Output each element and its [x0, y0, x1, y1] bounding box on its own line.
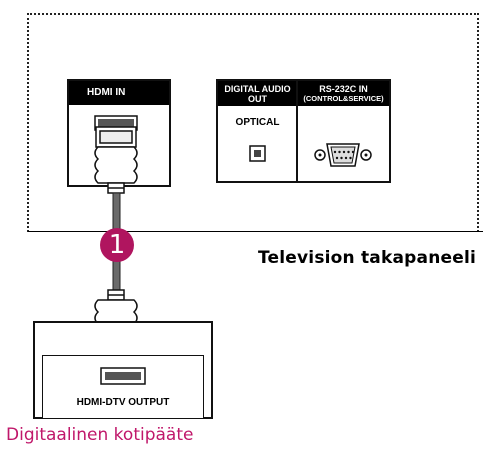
- digital-audio-label-line2: OUT: [248, 94, 267, 104]
- rs232-label-line1: RS-232C IN: [319, 84, 368, 94]
- rs232-connector-icon: [314, 143, 372, 167]
- optical-port-icon: [249, 145, 266, 162]
- set-top-box-port-panel: [42, 355, 204, 419]
- hdmi-dtv-output-label: HDMI-DTV OUTPUT: [76, 397, 170, 408]
- tv-panel-bottom-edge: [28, 231, 483, 232]
- port-block-divider: [296, 81, 298, 181]
- hdmi-plug-upper-icon: [94, 126, 138, 194]
- optical-label: OPTICAL: [235, 117, 280, 128]
- tv-rear-panel-caption: Television takapaneeli: [258, 248, 477, 268]
- tv-rear-panel: [27, 13, 479, 232]
- hdmi-output-socket-icon: [100, 367, 146, 385]
- digital-audio-out-header: DIGITAL AUDIO OUT: [218, 81, 297, 106]
- hdmi-in-label: HDMI IN: [69, 81, 169, 105]
- set-top-box-caption: Digitaalinen kotipääte: [6, 425, 194, 445]
- digital-audio-label-line1: DIGITAL AUDIO: [224, 84, 291, 94]
- rs232-header: RS-232C IN (CONTROL&SERVICE): [298, 81, 389, 106]
- step-1-badge: 1: [100, 228, 134, 262]
- rs232-label-line2: (CONTROL&SERVICE): [303, 94, 384, 103]
